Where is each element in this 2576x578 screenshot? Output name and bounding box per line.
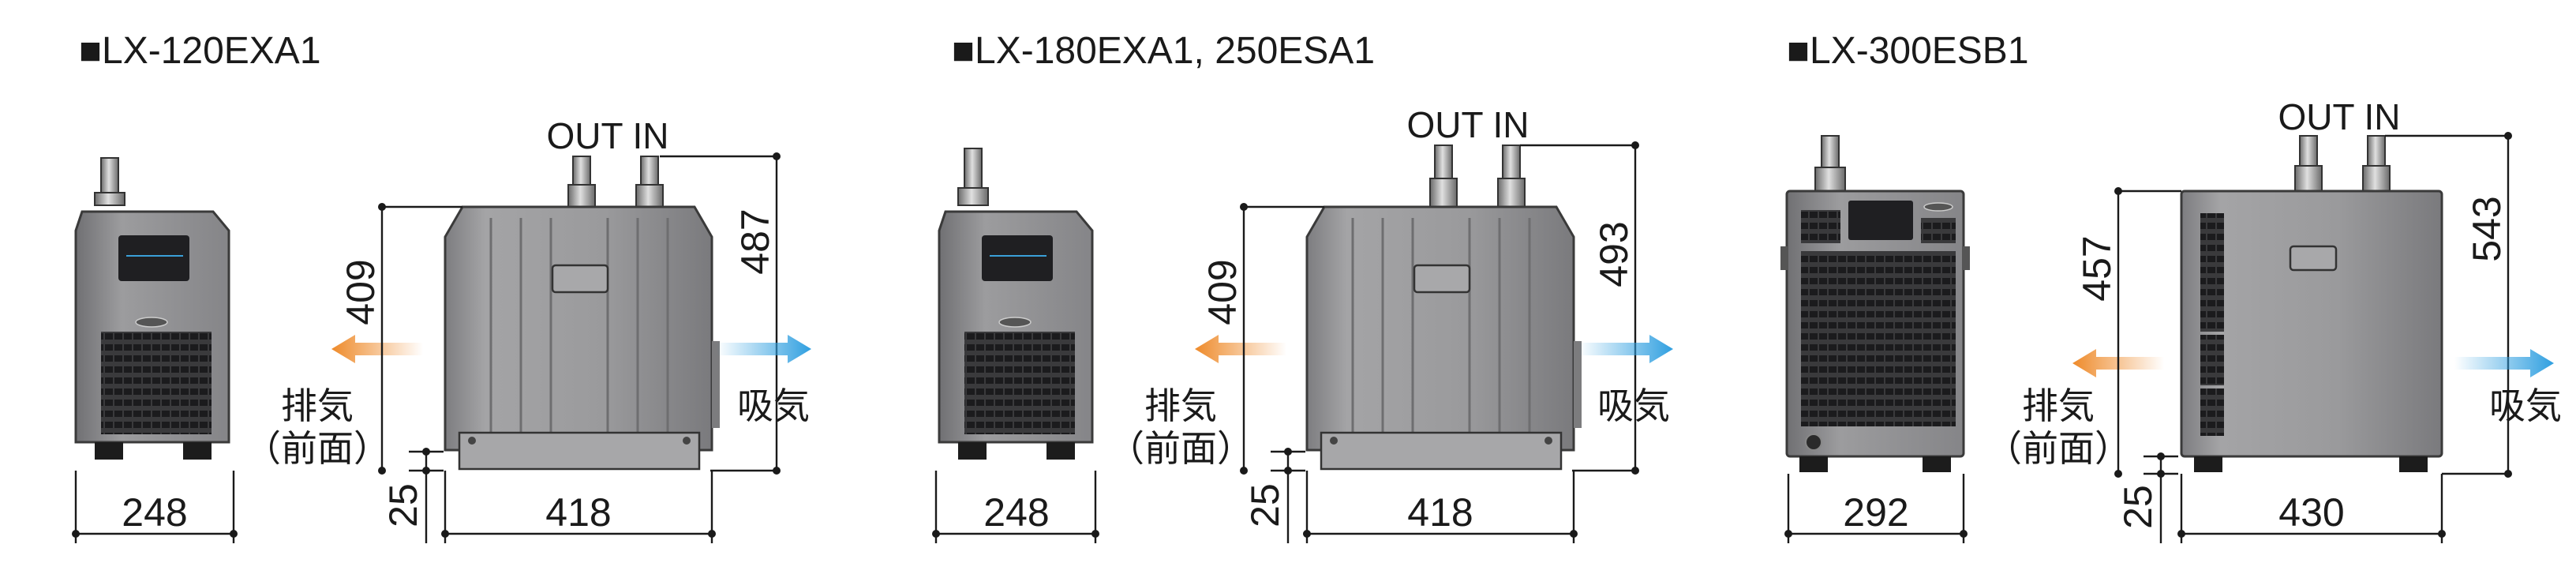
base-height-label: 25 [2116, 485, 2160, 529]
model-title: ■LX-180EXA1, 250ESA1 [952, 30, 1375, 72]
in-port [635, 184, 664, 209]
side-height-label: 457 [2075, 235, 2119, 301]
top-vent-grille [1921, 218, 1956, 243]
exhaust-label: 排気 [1144, 385, 1217, 427]
side-view [444, 156, 720, 471]
model-1-group: ■LX-120EXA1 248 排気 （前面） [72, 30, 811, 543]
model-title: ■LX-300ESB1 [1787, 30, 2029, 72]
side-handle [551, 264, 609, 294]
brand-badge [998, 317, 1032, 328]
front-width-label: 248 [122, 490, 187, 535]
side-height-label: 409 [339, 259, 383, 325]
exhaust-label: 排気 [2022, 385, 2095, 427]
exhaust-arrow-icon [1195, 335, 1286, 363]
top-vent-grille [1801, 210, 1840, 243]
side-view [2180, 135, 2443, 472]
control-panel [118, 235, 189, 281]
model-2-group: ■LX-180EXA1, 250ESA1 248 排気 （前面） [932, 30, 1673, 543]
control-panel [982, 235, 1053, 281]
side-vent [2200, 335, 2224, 385]
front-width-label: 248 [983, 490, 1049, 535]
base-plate [458, 431, 701, 471]
front-view [938, 148, 1094, 460]
side-view [1305, 144, 1582, 471]
exhaust-sub-label: （前面） [245, 427, 390, 470]
intake-label: 吸気 [737, 385, 810, 427]
side-housing [1305, 205, 1575, 452]
total-height-label: 543 [2465, 196, 2509, 261]
port-label: OUT IN [2278, 96, 2400, 137]
intake-arrow-icon [1578, 335, 1673, 363]
foot [183, 442, 212, 460]
port-nut [957, 187, 989, 206]
port-nut [1814, 167, 1846, 192]
intake-label: 吸気 [1597, 385, 1670, 427]
side-vent [2200, 388, 2224, 436]
total-height-label: 493 [1592, 221, 1636, 287]
port-nut [94, 192, 125, 206]
side-housing [444, 205, 713, 452]
side-height-label: 409 [1200, 259, 1245, 325]
side-vent [2200, 213, 2224, 276]
side-width-label: 418 [545, 490, 611, 535]
out-port [567, 184, 596, 209]
model-title: ■LX-120EXA1 [79, 30, 321, 72]
side-width-label: 418 [1407, 490, 1473, 535]
port-label: OUT IN [546, 115, 668, 156]
intake-arrow-icon [2454, 349, 2554, 377]
exhaust-sub-label: （前面） [1108, 427, 1253, 470]
base-height-label: 25 [381, 483, 425, 527]
brand-badge [135, 317, 168, 328]
total-height-label: 487 [733, 208, 777, 274]
front-vent-grille [1801, 251, 1956, 426]
exhaust-label: 排気 [281, 385, 354, 427]
side-vent [2200, 276, 2224, 332]
foot [2194, 456, 2222, 472]
front-vent-grille [964, 332, 1075, 434]
intake-label: 吸気 [2489, 385, 2562, 427]
foot [1046, 442, 1075, 460]
exhaust-arrow-icon [331, 335, 423, 363]
base-plate [1320, 431, 1563, 471]
model-3-group: ■LX-300ESB1 292 排気 （前面） [1780, 30, 2562, 543]
side-handle [1413, 264, 1471, 294]
exhaust-sub-label: （前面） [1986, 427, 2131, 470]
foot [95, 442, 123, 460]
control-panel [1848, 201, 1913, 240]
side-width-label: 430 [2278, 490, 2344, 535]
front-vent-grille [101, 332, 212, 434]
brand-badge [1923, 202, 1953, 212]
out-port [1429, 178, 1458, 209]
intake-arrow-icon [717, 335, 811, 363]
side-housing [2180, 190, 2443, 458]
side-handle [2289, 245, 2338, 272]
in-port [1497, 178, 1526, 209]
foot [1923, 456, 1951, 472]
front-view [74, 157, 230, 460]
front-view [1780, 135, 1970, 472]
foot [1799, 456, 1828, 472]
out-port [2294, 165, 2323, 192]
foot [2399, 456, 2428, 472]
port-label: OUT IN [1406, 104, 1529, 145]
foot [958, 442, 987, 460]
drain-plug [1805, 434, 1822, 451]
front-width-label: 292 [1843, 490, 1908, 535]
base-height-label: 25 [1243, 483, 1287, 527]
in-port [2362, 165, 2391, 192]
